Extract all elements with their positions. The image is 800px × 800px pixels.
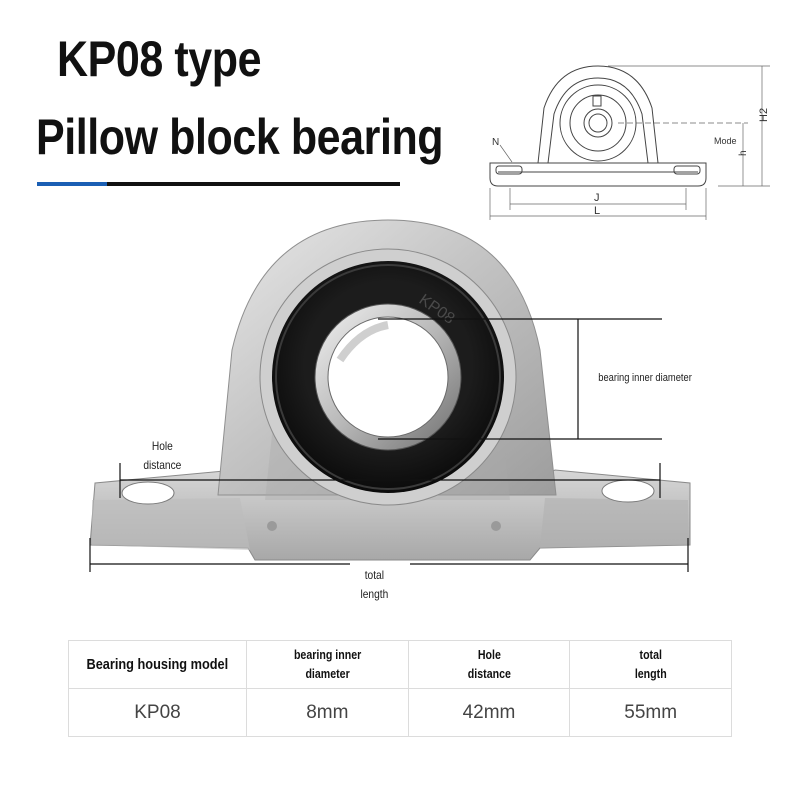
diagram-label-j: J [594,192,600,204]
diagram-label-l: L [594,205,600,217]
diagram-label-h: h [738,150,749,156]
header-model: Bearing housing model [68,640,247,689]
total-length-label-line2: length [360,587,389,601]
mounting-hole-left [121,481,175,505]
technical-drawing: N H2 Mode h J L [489,65,770,220]
cell-total-length: 55mm [569,688,732,737]
cell-hole-distance: 42mm [407,688,571,737]
title-product: Pillow block bearing [36,109,444,165]
title-model: KP08 type [57,31,262,87]
inner-diameter-label: bearing inner diameter [598,372,692,384]
title-underline [107,182,400,186]
diagram-label-n: N [492,137,499,148]
product-photo: KP08 [89,219,691,572]
diagram-label-mode: Mode [714,136,737,146]
diagram-label-h2: H2 [758,108,770,122]
bore [327,316,449,438]
total-length-label-line1: total [364,568,384,582]
cell-model: KP08 [68,688,247,737]
hole-distance-label-line2: distance [143,458,182,472]
hole-distance-label: Hole distance [143,437,181,475]
total-length-label: total length [360,566,388,604]
hole-distance-label-line1: Hole [151,439,173,453]
mounting-hole-right [601,479,655,503]
table-row: KP08 8mm 42mm 55mm [68,688,732,737]
cell-inner-diameter: 8mm [246,688,409,737]
title-underline-accent [37,182,107,186]
